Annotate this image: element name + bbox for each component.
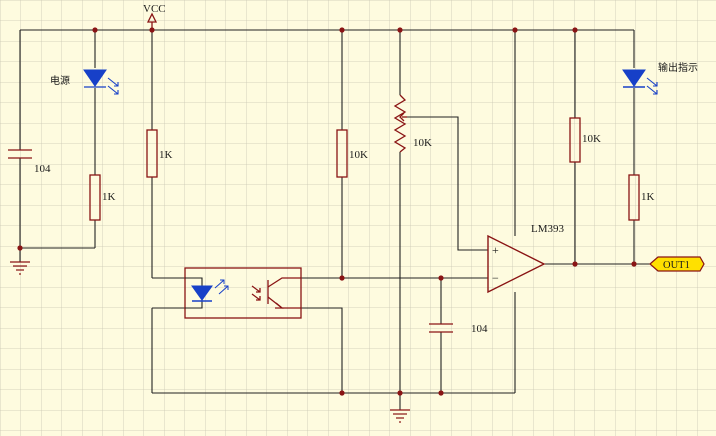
potentiometer: 10K — [393, 94, 432, 153]
output-led: 输出指示 — [622, 61, 698, 95]
potentiometer-value: 10K — [413, 137, 432, 149]
comparator-minus: − — [492, 271, 499, 285]
power-led-label: 电源 — [50, 74, 70, 87]
resistor-output-led-value: 1K — [641, 191, 655, 203]
resistor-power-led-value: 1K — [102, 191, 116, 203]
vcc-symbol: VCC — [143, 3, 166, 30]
output-led-label: 输出指示 — [658, 61, 698, 74]
output-port: OUT1 — [649, 256, 705, 272]
resistor-pullup-output-value: 10K — [582, 133, 601, 145]
comparator-label: LM393 — [531, 223, 565, 235]
capacitor-bottom-value: 104 — [471, 323, 488, 335]
junction-dots — [17, 27, 637, 396]
power-led: 电源 — [50, 69, 119, 95]
ground-symbol-bottom — [390, 409, 410, 423]
wires — [19, 29, 650, 410]
resistor-pullup-mid-value: 10K — [349, 149, 368, 161]
output-port-label: OUT1 — [663, 260, 690, 271]
resistor-pullup-mid: 10K — [336, 129, 368, 178]
capacitor-left: 104 — [8, 149, 51, 175]
comparator: + − LM393 — [487, 223, 565, 294]
ground-symbol-left — [10, 261, 30, 275]
resistor-opto: 1K — [146, 129, 173, 178]
resistor-opto-value: 1K — [159, 149, 173, 161]
comparator-plus: + — [492, 243, 499, 257]
vcc-label: VCC — [143, 3, 166, 15]
resistor-output-led: 1K — [628, 174, 655, 221]
resistor-power-led: 1K — [89, 174, 116, 221]
resistor-pullup-output: 10K — [569, 117, 601, 163]
capacitor-bottom: 104 — [429, 323, 488, 335]
optocoupler — [184, 267, 302, 319]
capacitor-left-value: 104 — [34, 163, 51, 175]
